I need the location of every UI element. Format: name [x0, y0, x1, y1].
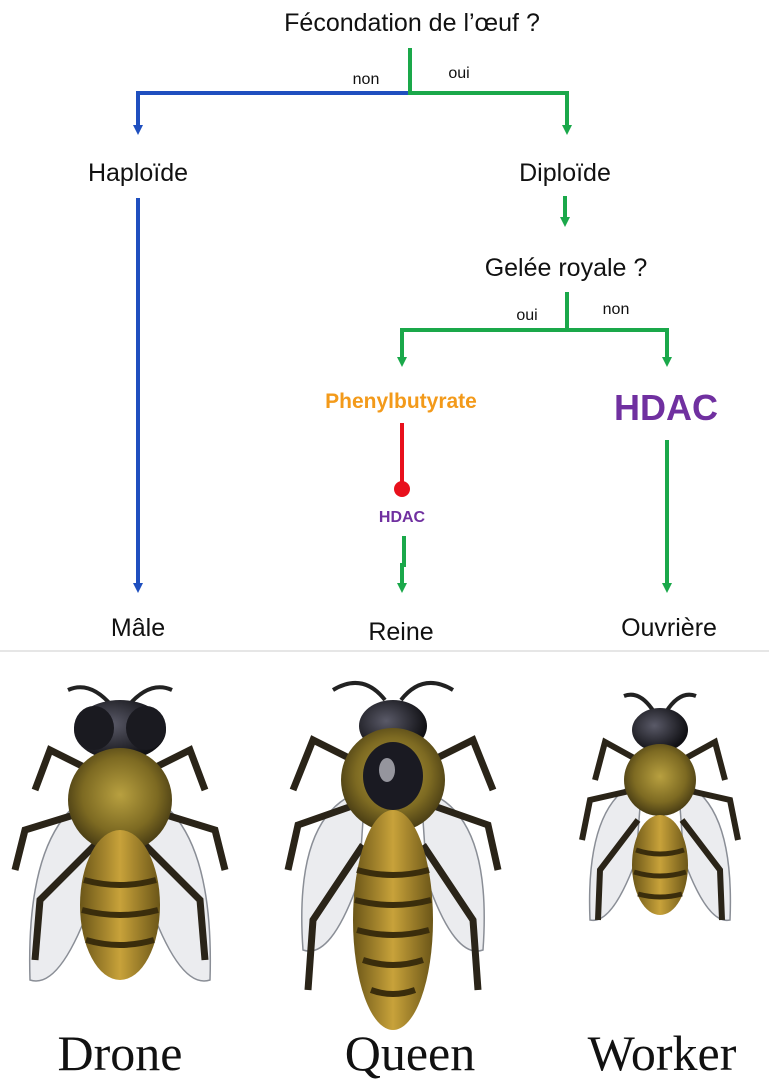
- phenylbutyrate-label: Phenylbutyrate: [325, 390, 477, 413]
- fertilization-question: Fécondation de l’œuf ?: [284, 9, 540, 37]
- outcome-male: Mâle: [111, 614, 165, 642]
- no-branch-line: [138, 93, 410, 130]
- caption-queen: Queen: [345, 1025, 476, 1081]
- branch-label-non-1: non: [353, 71, 380, 88]
- outcome-queen: Reine: [368, 618, 433, 646]
- yes-branch-line: [410, 48, 567, 130]
- branch-label-oui-1: oui: [448, 65, 469, 82]
- branch-label-oui-2: oui: [516, 307, 537, 324]
- caption-drone: Drone: [58, 1025, 183, 1081]
- hdac-label-small: HDAC: [379, 509, 426, 526]
- bee-photo-panel: Drone Queen Worker: [0, 651, 769, 1091]
- caption-worker: Worker: [588, 1025, 737, 1081]
- jelly-yes-branch-line: [402, 292, 567, 362]
- royal-jelly-question: Gelée royale ?: [485, 254, 648, 282]
- hdac-to-queen-arrow: [402, 536, 404, 588]
- branch-label-non-2: non: [603, 301, 630, 318]
- inhibition-end: [394, 481, 410, 497]
- hdac-label-large: HDAC: [614, 387, 718, 428]
- jelly-no-branch-line: [567, 330, 667, 362]
- haploid-node: Haploïde: [88, 159, 188, 187]
- outcome-worker: Ouvrière: [621, 614, 717, 642]
- diploid-node: Diploïde: [519, 159, 611, 187]
